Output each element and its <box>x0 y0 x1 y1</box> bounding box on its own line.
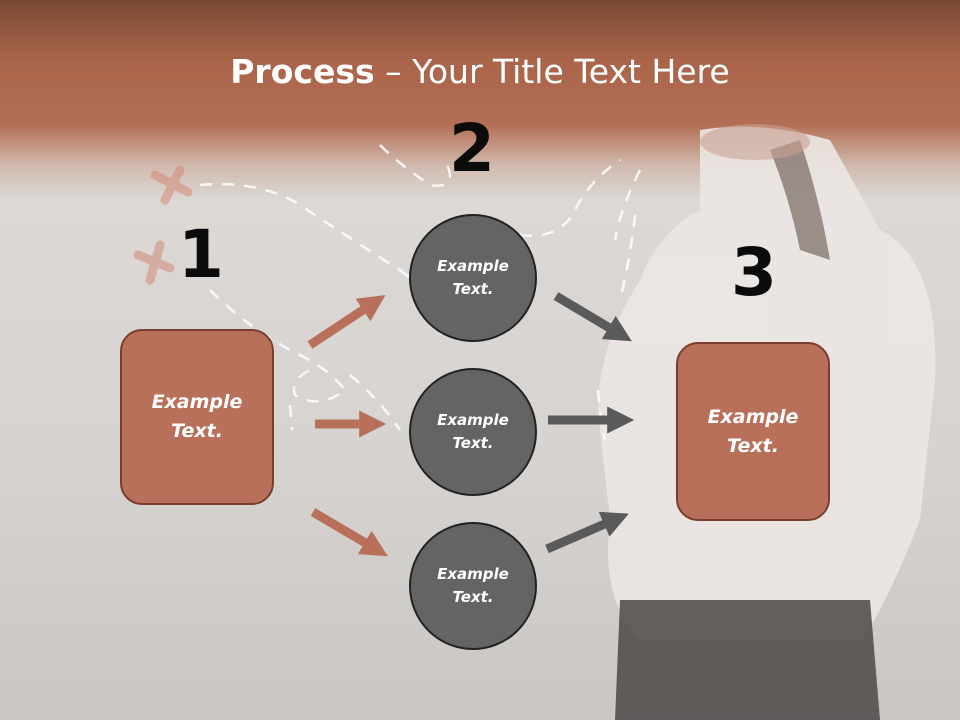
step-2-circle-bottom: Example Text. <box>409 522 537 650</box>
x-mark-icon <box>150 165 193 205</box>
step-2-circle-middle: Example Text. <box>409 368 537 496</box>
arrow-2a-to-3 <box>553 292 632 342</box>
x-mark-icon <box>133 240 175 285</box>
title-bold: Process <box>230 52 375 91</box>
step-1-box: Example Text. <box>120 329 274 505</box>
arrow-2c-to-3 <box>545 511 629 554</box>
step-3-box: Example Text. <box>676 342 830 521</box>
arrow-1-to-2a <box>307 295 386 349</box>
step-number-3: 3 <box>731 234 777 311</box>
arrow-1-to-2c <box>310 508 388 557</box>
step-2-circle-top: Example Text. <box>409 214 537 342</box>
step-number-1: 1 <box>178 216 224 293</box>
page-title: Process – Your Title Text Here <box>0 52 960 91</box>
step-number-2: 2 <box>449 110 495 187</box>
title-rest: – Your Title Text Here <box>374 52 730 91</box>
